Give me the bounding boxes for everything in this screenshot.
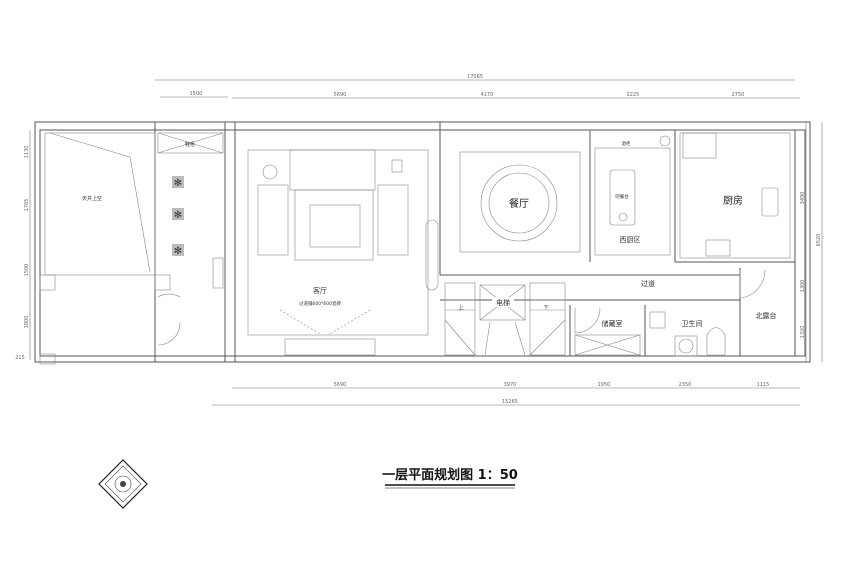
dim-bottom: 1115: [757, 382, 770, 388]
dim-bottom: 1950: [598, 382, 611, 388]
sofa: [377, 184, 409, 256]
corridor-label: 过道: [641, 279, 655, 288]
dim-left: 1765: [24, 199, 30, 212]
dim-top: 5690: [334, 92, 347, 98]
dim-bottom: 2350: [679, 382, 692, 388]
walls: [34, 121, 811, 363]
bar-table-label: 吧餐台: [615, 193, 629, 200]
dim-top: 2750: [732, 92, 745, 98]
right-dimensions: 3490 1300 1320 6520: [800, 122, 823, 362]
north-terrace-label: 北露台: [756, 311, 777, 320]
left-dimensions: 1130 1765 1500 1800 215: [15, 130, 31, 361]
dim-right: 3490: [800, 192, 806, 205]
bar-table: [609, 169, 636, 226]
elevator: [479, 284, 526, 321]
dim-bottom: 3970: [504, 382, 517, 388]
bottom-dimensions: 5690 3970 1950 2350 1115 15265: [212, 382, 800, 406]
fan-icon: ✻: [172, 176, 184, 189]
north-terrace: 北露台: [739, 269, 777, 320]
living-room: 客厅 过道铺600*600瓷砖: [247, 149, 439, 356]
compass-icon: [98, 459, 148, 509]
fan-icon: ✻: [172, 208, 184, 221]
stair-up-label: 上: [458, 304, 463, 311]
dining-room-label: 餐厅: [509, 197, 529, 210]
void-area: 天井上空: [39, 132, 171, 365]
dim-top: 2225: [627, 92, 640, 98]
dim-left: 215: [15, 355, 25, 361]
wine-cabinet-label: 酒柜: [622, 140, 631, 147]
washer: [674, 335, 698, 357]
drawing-title: 一层平面规划图 1：50: [382, 467, 518, 489]
fan-icon: ✻: [172, 244, 184, 257]
western-kitchen: 酒柜 吧餐台 西厨区: [594, 135, 671, 256]
dim-bottom-total: 15265: [502, 399, 518, 405]
coffee-table: [309, 204, 361, 248]
dim-bottom: 5690: [334, 382, 347, 388]
kitchen: 厨房: [679, 132, 791, 259]
fridge: [682, 132, 717, 159]
toilet: [706, 327, 726, 356]
bathroom: 卫生间: [649, 311, 726, 357]
dim-left: 1800: [24, 316, 30, 329]
svg-text:✻: ✻: [174, 178, 182, 189]
sink: [761, 187, 779, 217]
storage-room: 储藏室: [574, 307, 641, 356]
stove: [705, 239, 731, 257]
elevator-label: 电梯: [496, 298, 510, 307]
title-text: 一层平面规划图 1：50: [382, 467, 518, 483]
stair-elevator: 上 下 电梯: [444, 282, 566, 356]
dim-right: 1320: [800, 326, 806, 339]
dim-top-total: 17065: [467, 74, 483, 80]
svg-text:✻: ✻: [174, 210, 182, 221]
dim-left: 1500: [24, 264, 30, 277]
living-room-note: 过道铺600*600瓷砖: [299, 300, 341, 307]
storage-label: 储藏室: [602, 319, 623, 328]
svg-text:✻: ✻: [174, 246, 182, 257]
sofa: [257, 184, 289, 256]
void-label: 天井上空: [82, 195, 102, 202]
tv-cabinet: [284, 338, 376, 356]
entry-door[interactable]: [157, 293, 181, 346]
dim-left: 1130: [24, 146, 30, 159]
entry-hall: 鞋柜 ✻ ✻ ✻: [157, 132, 224, 346]
dim-right-total: 6520: [816, 234, 822, 247]
shoe-cabinet-label: 鞋柜: [185, 141, 195, 148]
dim-top: 1500: [190, 91, 203, 97]
dining-room: 餐厅: [459, 151, 581, 253]
stair-down-label: 下: [543, 305, 548, 311]
kitchen-label: 厨房: [723, 194, 743, 207]
dim-right: 1300: [800, 280, 806, 293]
sofa: [289, 149, 376, 191]
western-kitchen-label: 西厨区: [620, 236, 641, 244]
top-dimensions: 17065 1500 5690 4170 2225 2750: [155, 74, 800, 99]
dim-top: 4170: [481, 92, 494, 98]
bathroom-label: 卫生间: [682, 319, 703, 328]
living-room-label: 客厅: [313, 286, 327, 295]
